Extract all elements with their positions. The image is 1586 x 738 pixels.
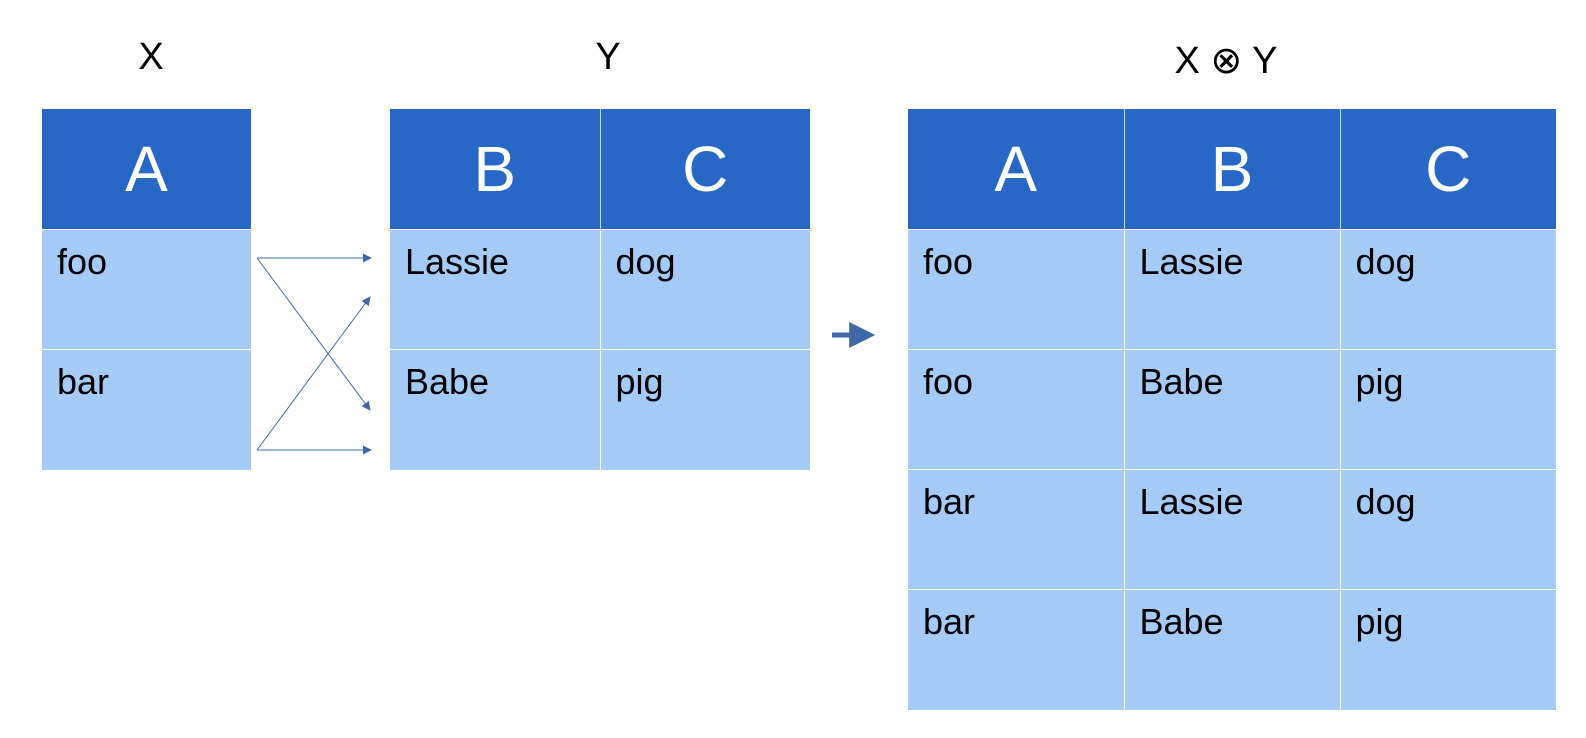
table-y: B C Lassie dog Babe pig: [390, 109, 810, 470]
cell: foo: [908, 349, 1125, 470]
cell: Lassie: [1124, 229, 1341, 350]
table-product: A B C foo Lassie dog foo Babe pig bar La…: [908, 109, 1556, 710]
header-a: A: [908, 109, 1125, 230]
cell: bar: [908, 469, 1125, 590]
cell: pig: [600, 349, 810, 470]
cell: foo: [908, 229, 1125, 350]
cell: Babe: [1124, 589, 1341, 710]
mapping-arrow: [256, 257, 371, 411]
cell: pig: [1340, 349, 1556, 470]
mapping-arrow: [256, 296, 371, 451]
cell: Lassie: [390, 229, 601, 350]
table-row: foo: [42, 229, 251, 350]
cell: Babe: [1124, 349, 1341, 470]
cell: pig: [1340, 589, 1556, 710]
header-c: C: [600, 109, 810, 230]
table-row: Lassie dog: [390, 229, 810, 350]
title-y: Y: [595, 36, 621, 78]
cell: bar: [42, 349, 251, 470]
table-row: foo Lassie dog: [908, 229, 1556, 350]
header-a: A: [42, 109, 251, 230]
table-row: foo Babe pig: [908, 349, 1556, 470]
cell: dog: [1340, 229, 1556, 350]
table-x: A foo bar: [42, 109, 251, 470]
cell: foo: [42, 229, 251, 350]
title-product: X ⊗ Y: [1174, 40, 1278, 82]
cell: bar: [908, 589, 1125, 710]
cell: dog: [1340, 469, 1556, 590]
cell: Babe: [390, 349, 601, 470]
table-row: bar Lassie dog: [908, 469, 1556, 590]
cell: dog: [600, 229, 810, 350]
title-x: X: [138, 36, 164, 78]
header-b: B: [1124, 109, 1341, 230]
header-c: C: [1340, 109, 1556, 230]
table-row: bar Babe pig: [908, 589, 1556, 710]
table-row: bar: [42, 349, 251, 470]
table-row: Babe pig: [390, 349, 810, 470]
header-b: B: [390, 109, 601, 230]
cell: Lassie: [1124, 469, 1341, 590]
